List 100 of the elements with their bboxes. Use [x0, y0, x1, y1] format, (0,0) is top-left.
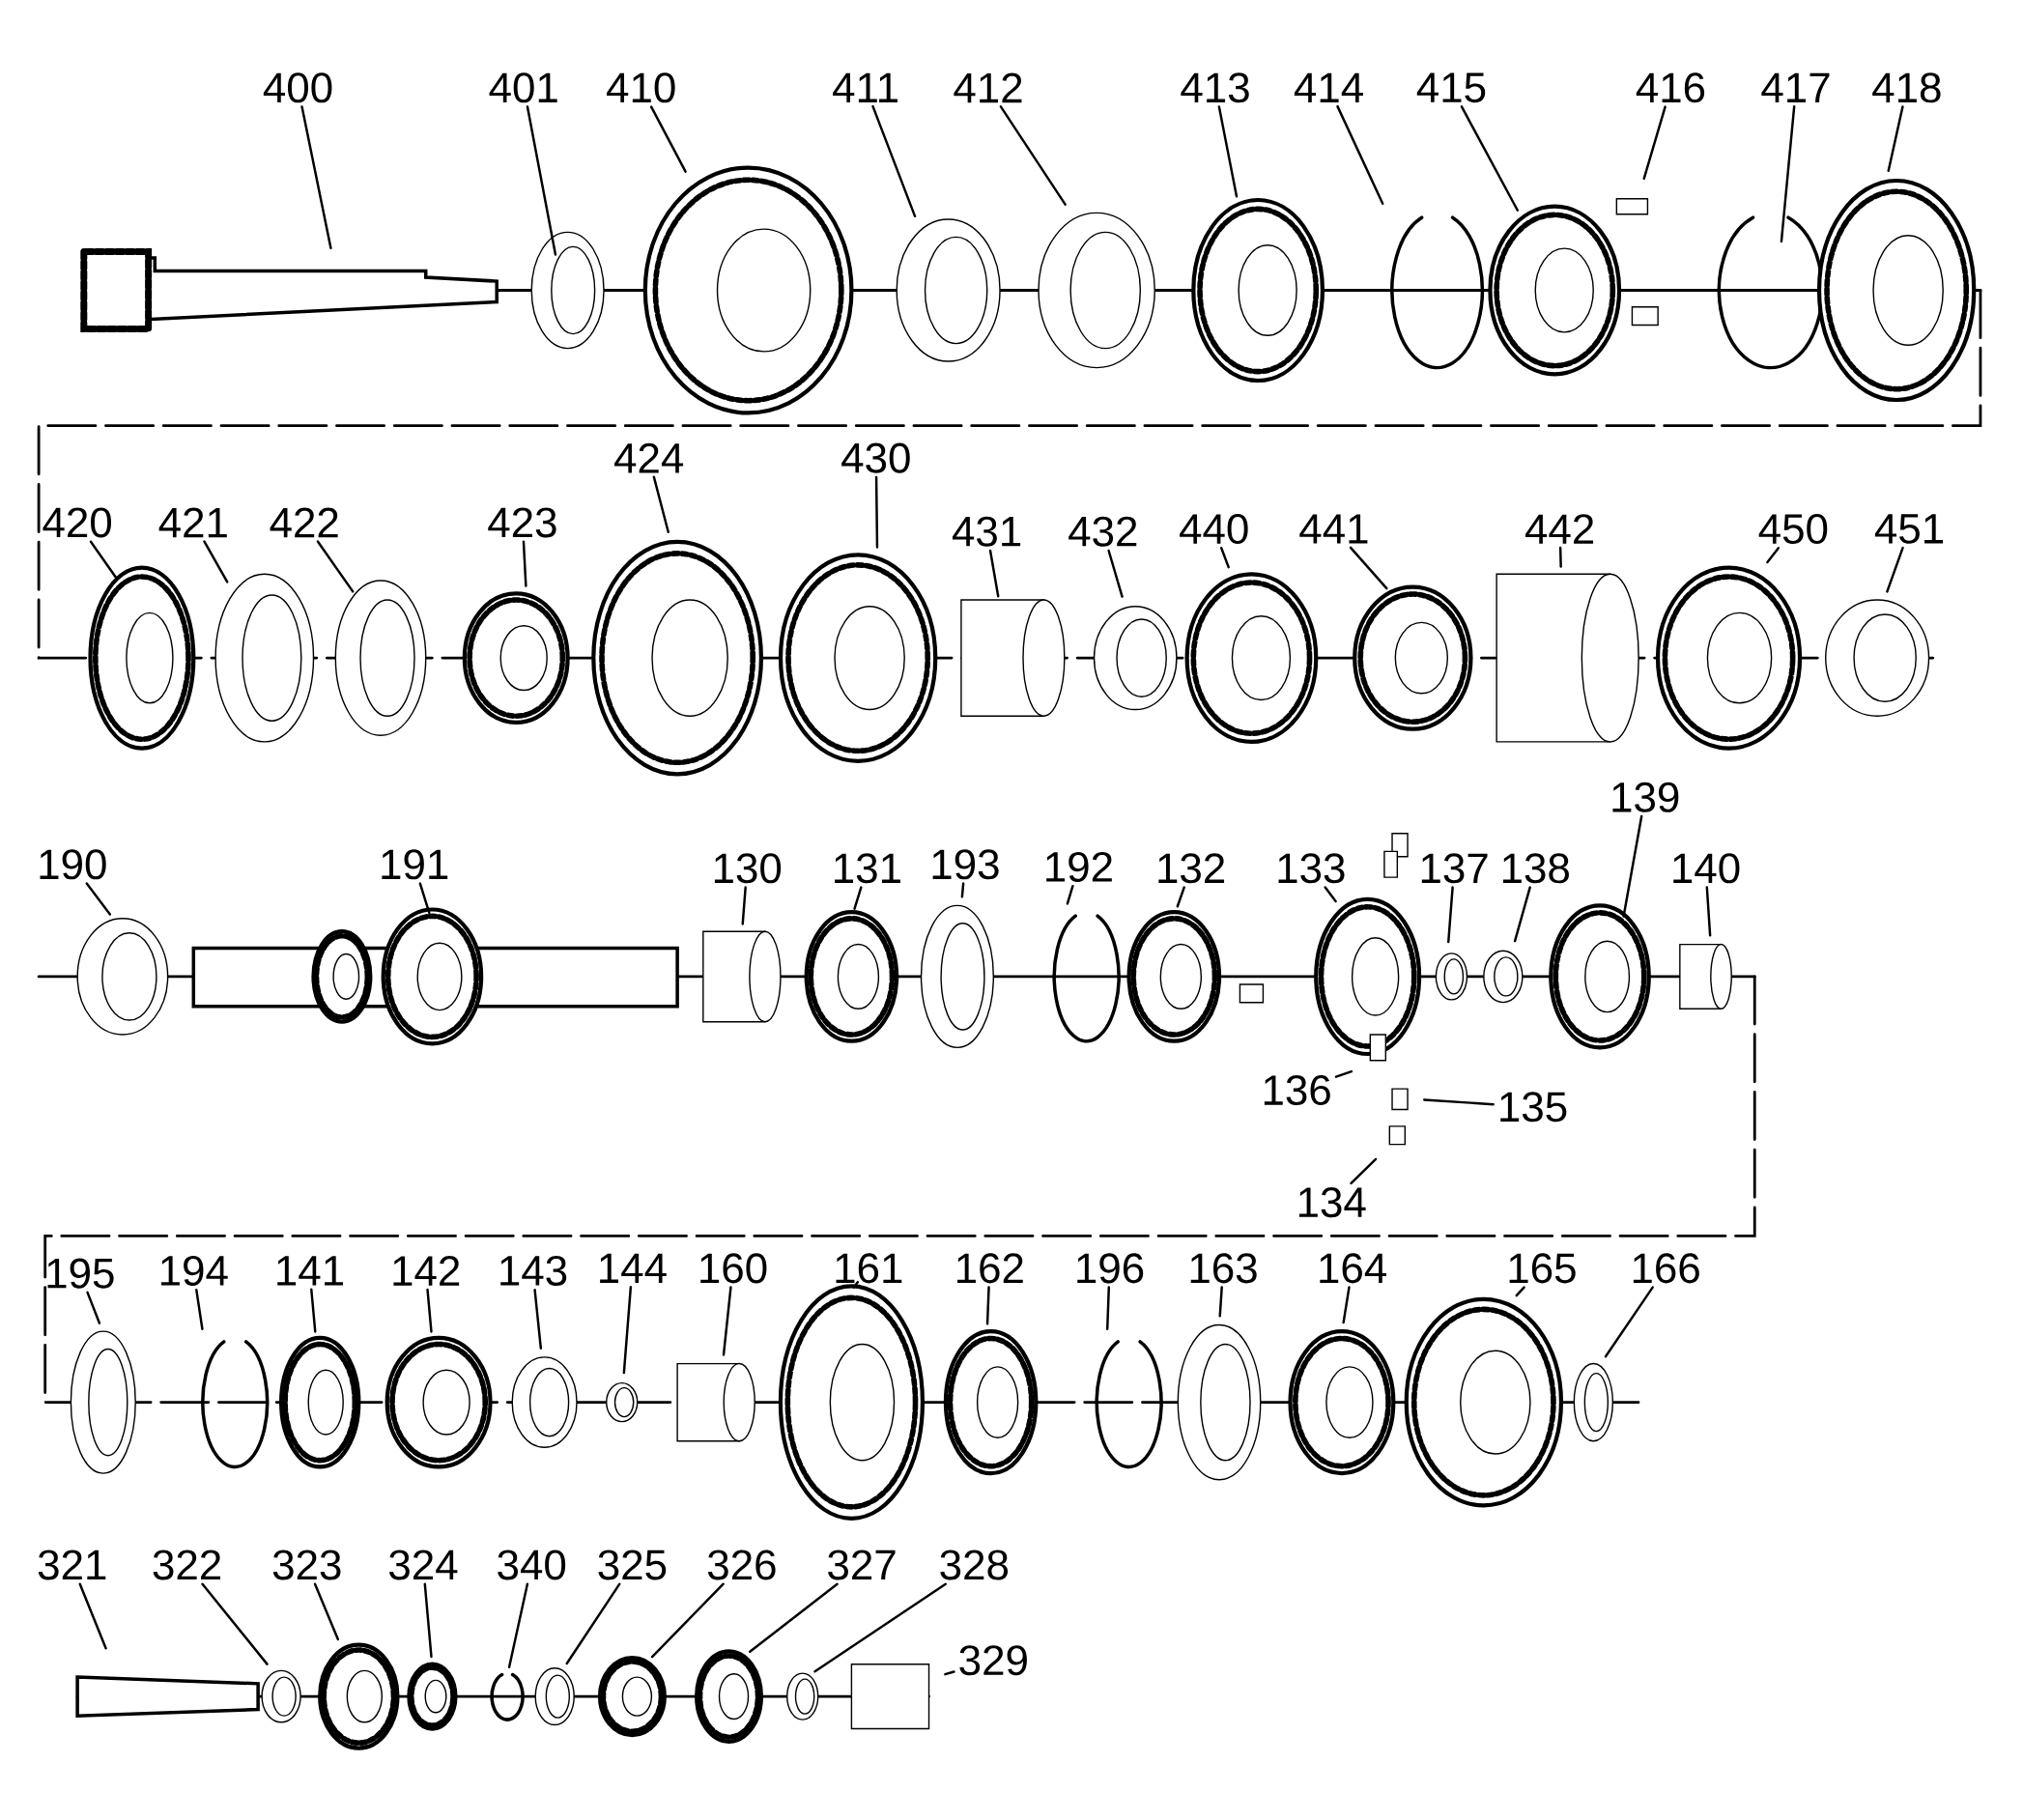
callout-number: 132	[1158, 853, 1225, 884]
callout-number: 424	[614, 442, 684, 473]
leader-line	[1106, 1286, 1110, 1330]
leader-line	[89, 540, 119, 581]
callout-number: 411	[833, 72, 898, 102]
leader-line	[1423, 1098, 1495, 1106]
callout-number: 134	[1298, 1186, 1366, 1218]
leader-line	[722, 1286, 732, 1356]
leader-line	[871, 104, 917, 217]
leader-line	[1350, 1157, 1378, 1184]
leader-line	[1336, 104, 1384, 205]
callout-number: 140	[1673, 853, 1740, 884]
callout-number: 401	[489, 72, 557, 103]
callout-number: 138	[1502, 853, 1569, 884]
leader-line	[201, 1582, 269, 1665]
leader-line	[1887, 105, 1904, 172]
callout-number: 164	[1320, 1253, 1386, 1284]
leader-line	[1558, 546, 1562, 568]
leader-line	[960, 882, 965, 898]
callout-number: 440	[1180, 513, 1248, 544]
callout-number: 328	[940, 1550, 1009, 1580]
callout-number: 133	[1278, 853, 1345, 884]
callout-number: 195	[47, 1258, 114, 1289]
callout-number: 321	[38, 1550, 106, 1580]
leader-line	[418, 882, 431, 914]
callout-number: 432	[1068, 516, 1137, 547]
callout-number: 420	[43, 507, 111, 538]
callout-number: 413	[1181, 72, 1249, 103]
leader-line	[1604, 1286, 1654, 1358]
leader-line	[1886, 546, 1904, 593]
callout-number: 137	[1421, 853, 1488, 884]
leader-line	[1622, 814, 1643, 918]
callout-number: 144	[600, 1253, 667, 1283]
leader-line	[533, 1288, 543, 1350]
callout-number: 139	[1612, 782, 1679, 812]
callout-number: 191	[382, 849, 448, 880]
leader-line	[1766, 546, 1781, 564]
leader-line	[1349, 546, 1388, 590]
callout-number: 324	[389, 1550, 458, 1580]
leader-line	[741, 886, 747, 925]
callout-number: 340	[498, 1550, 566, 1580]
leader-line	[988, 549, 1000, 598]
callout-number: 135	[1500, 1092, 1567, 1123]
leader-line	[426, 1288, 433, 1333]
callout-number: 322	[153, 1550, 221, 1580]
callout-number: 326	[707, 1550, 776, 1580]
leader-line	[1342, 1286, 1351, 1324]
callout-number: 416	[1636, 72, 1705, 103]
leader-line	[813, 1582, 947, 1673]
leader-line	[622, 1285, 633, 1375]
leader-line	[1780, 104, 1796, 242]
leader-line	[522, 540, 527, 587]
leader-line	[1447, 886, 1454, 944]
callout-number: 130	[714, 853, 782, 884]
leader-line	[78, 1582, 107, 1650]
callout-number: 136	[1264, 1074, 1330, 1105]
leader-line	[86, 1291, 101, 1324]
leader-line	[85, 882, 112, 916]
leader-line	[507, 1582, 529, 1668]
callout-number: 196	[1077, 1253, 1144, 1284]
callout-number: 143	[500, 1255, 567, 1286]
leader-line	[195, 1288, 204, 1330]
leader-line	[999, 104, 1067, 206]
callout-number: 165	[1509, 1253, 1576, 1284]
leader-line	[1066, 884, 1074, 905]
leader-line	[203, 540, 229, 583]
leader-line	[649, 105, 687, 173]
callout-number: 325	[598, 1550, 667, 1580]
callout-number: 192	[1046, 851, 1112, 882]
leader-line	[310, 1288, 317, 1333]
leader-line	[874, 475, 879, 549]
callout-number: 323	[272, 1550, 341, 1580]
leader-line	[1705, 886, 1712, 937]
callout-number: 430	[841, 442, 910, 473]
callout-number: 415	[1416, 72, 1486, 102]
callout-number: 451	[1874, 514, 1943, 544]
leader-line	[316, 540, 355, 593]
callout-number: 193	[932, 849, 999, 880]
leader-line	[852, 1280, 860, 1289]
leader-line	[749, 1582, 839, 1653]
callout-number: 442	[1524, 514, 1594, 544]
leader-line	[1176, 886, 1185, 908]
callout-number: 422	[270, 507, 338, 538]
callout-number: 421	[158, 507, 227, 538]
callout-number: 327	[828, 1550, 896, 1580]
leader-line	[1642, 105, 1667, 180]
leader-line	[1218, 1286, 1223, 1318]
callout-number: 423	[488, 507, 556, 538]
leader-line	[853, 886, 863, 910]
callout-number: 160	[700, 1253, 767, 1284]
callout-number: 450	[1758, 513, 1828, 544]
leader-line	[1513, 886, 1531, 943]
callout-number: 410	[607, 72, 675, 103]
leader-line	[652, 475, 670, 533]
leader-line	[1324, 886, 1337, 903]
leader-line	[1515, 1286, 1525, 1297]
leader-line	[526, 105, 557, 256]
leader-line	[313, 1582, 340, 1641]
leader-line	[300, 105, 332, 249]
callout-number: 412	[954, 72, 1022, 102]
